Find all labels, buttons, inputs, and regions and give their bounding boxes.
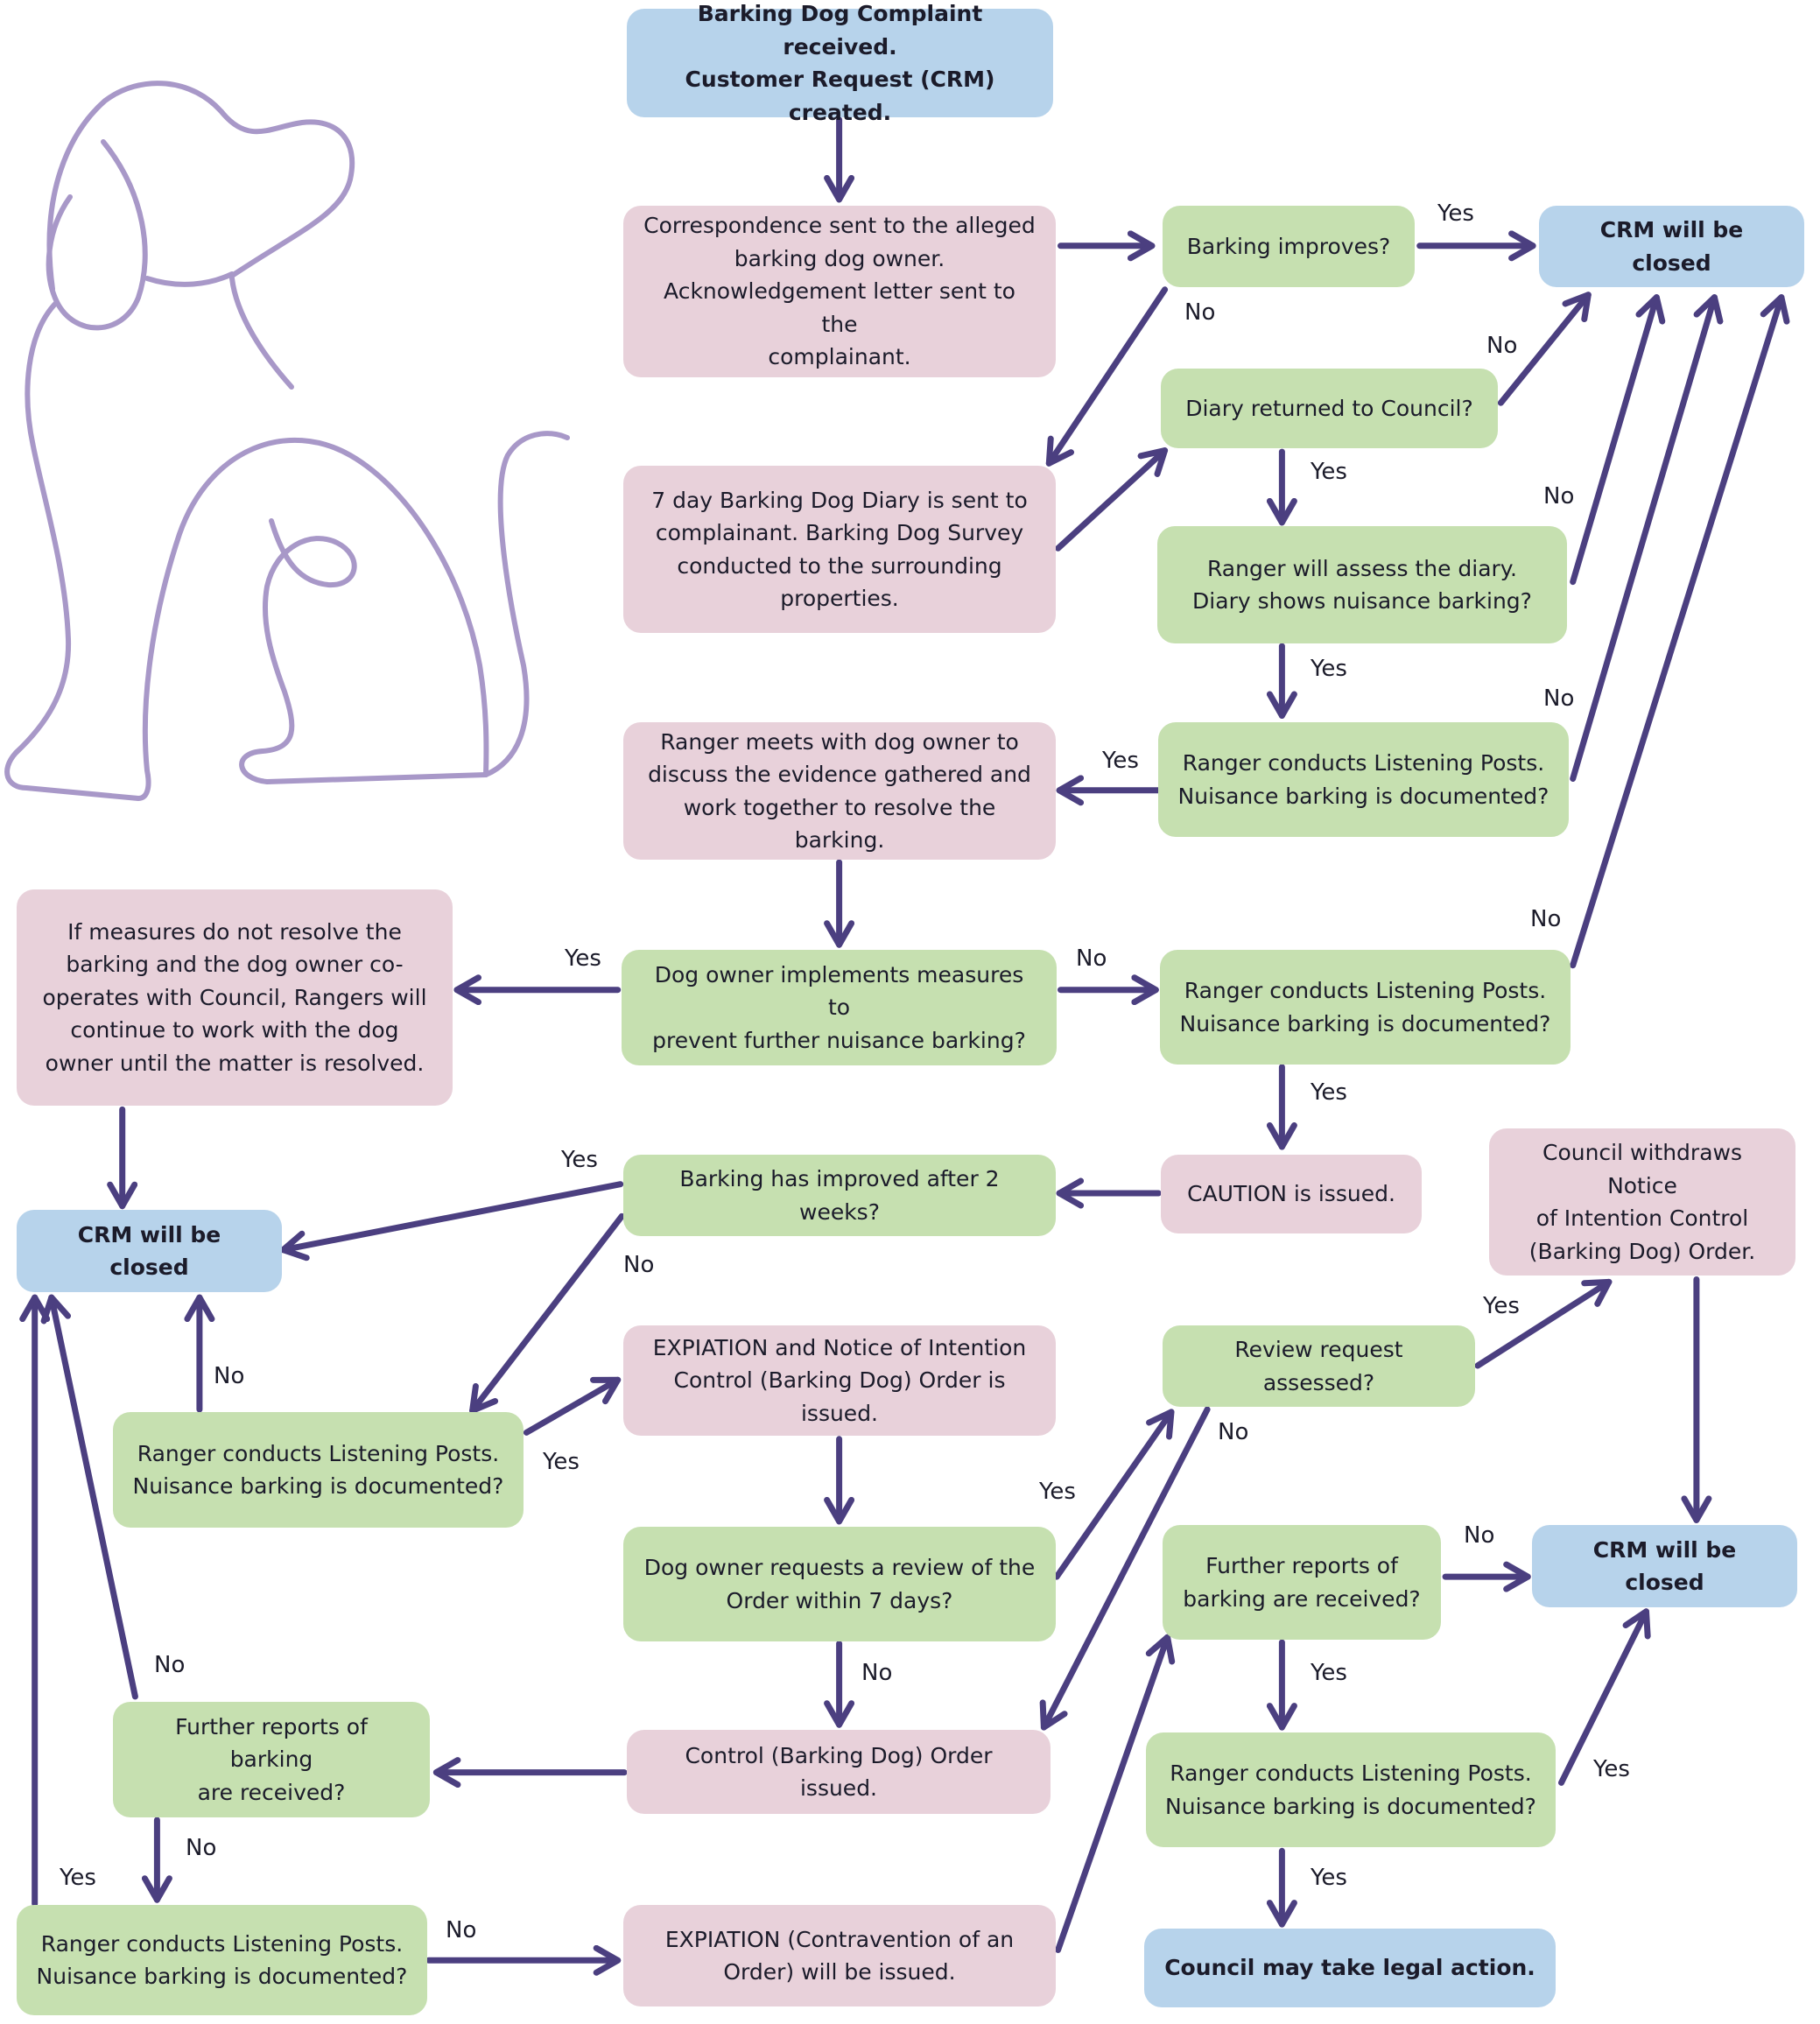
node-assess-diary: Ranger will assess the diary. Diary show…	[1157, 526, 1567, 643]
edge-label-yes: Yes	[565, 945, 601, 972]
edge-label-no: No	[1543, 685, 1575, 712]
flow-arrow	[1570, 294, 1724, 782]
edge-label-no: No	[1464, 1522, 1495, 1549]
node-if-measures: If measures do not resolve the barking a…	[17, 889, 453, 1106]
edge-label-yes: Yes	[1039, 1479, 1076, 1505]
edge-label-no: No	[1486, 333, 1518, 359]
flow-arrow	[1570, 294, 1666, 586]
edge-label-no: No	[154, 1652, 186, 1678]
edge-label-yes: Yes	[561, 1147, 598, 1173]
sitting-dog-outline-icon	[4, 81, 570, 801]
node-control-order: Control (Barking Dog) Order issued.	[627, 1730, 1051, 1814]
edge-label-no: No	[861, 1660, 893, 1686]
flow-arrow	[1570, 294, 1790, 969]
node-listening-5: Ranger conducts Listening Posts. Nuisanc…	[17, 1905, 427, 2015]
flow-arrow	[1055, 1634, 1176, 1953]
node-listening-4: Ranger conducts Listening Posts. Nuisanc…	[1146, 1732, 1556, 1847]
node-legal-action: Council may take legal action.	[1144, 1929, 1556, 2007]
flow-arrow	[280, 1181, 624, 1261]
edge-label-yes: Yes	[60, 1865, 96, 1891]
flow-arrow	[40, 1294, 138, 1700]
edge-label-no: No	[623, 1252, 655, 1278]
node-diary-returned: Diary returned to Council?	[1161, 369, 1498, 448]
edge-label-yes: Yes	[1102, 748, 1139, 774]
edge-label-yes: Yes	[1311, 1865, 1347, 1891]
node-expiation-contra: EXPIATION (Contravention of an Order) wi…	[623, 1905, 1056, 2006]
node-crm-closed-2: CRM will be closed	[17, 1210, 282, 1292]
flow-arrow	[1045, 286, 1169, 467]
node-diary-sent: 7 day Barking Dog Diary is sent to compl…	[623, 466, 1056, 633]
node-review-request: Dog owner requests a review of the Order…	[623, 1527, 1056, 1641]
edge-label-yes: Yes	[1311, 1660, 1347, 1686]
flow-arrow	[523, 1376, 622, 1436]
node-barking-improves: Barking improves?	[1163, 206, 1415, 287]
edge-label-no: No	[1076, 945, 1107, 972]
edge-label-yes: Yes	[1311, 1079, 1347, 1106]
node-listening-2: Ranger conducts Listening Posts. Nuisanc…	[1160, 950, 1571, 1065]
node-correspondence: Correspondence sent to the alleged barki…	[623, 206, 1056, 377]
edge-label-no: No	[1543, 483, 1575, 510]
edge-label-yes: Yes	[543, 1449, 580, 1475]
node-expiation-notice: EXPIATION and Notice of Intention Contro…	[623, 1325, 1056, 1436]
node-listening-3: Ranger conducts Listening Posts. Nuisanc…	[113, 1412, 524, 1528]
node-crm-closed-3: CRM will be closed	[1532, 1525, 1797, 1607]
flow-arrow	[1039, 1406, 1211, 1731]
arrow-layer	[19, 116, 1790, 1976]
node-review-assessed: Review request assessed?	[1163, 1325, 1475, 1407]
edge-label-yes: Yes	[1483, 1293, 1520, 1319]
edge-label-no: No	[446, 1917, 477, 1943]
flow-arrow	[1497, 292, 1592, 406]
edge-label-yes: Yes	[1437, 200, 1474, 227]
node-further-reports-l: Further reports of barking are received?	[113, 1702, 430, 1817]
node-further-reports-r: Further reports of barking are received?	[1163, 1525, 1441, 1640]
flow-arrow	[1053, 1409, 1175, 1580]
node-ranger-meets: Ranger meets with dog owner to discuss t…	[623, 722, 1056, 860]
node-listening-1: Ranger conducts Listening Posts. Nuisanc…	[1158, 722, 1569, 837]
edge-label-no: No	[214, 1363, 245, 1389]
flow-arrow	[1474, 1278, 1613, 1369]
edge-label-no: No	[186, 1835, 217, 1861]
edge-label-no: No	[1184, 299, 1216, 326]
edge-label-yes: Yes	[1311, 656, 1347, 682]
edge-label-yes: Yes	[1311, 459, 1347, 485]
edge-label-yes: Yes	[1593, 1756, 1630, 1782]
flow-arrow	[469, 1212, 625, 1414]
node-start: Barking Dog Complaint received. Customer…	[627, 1, 1053, 125]
node-caution: CAUTION is issued.	[1161, 1155, 1422, 1233]
node-owner-implements: Dog owner implements measures to prevent…	[622, 950, 1057, 1065]
node-council-withdraws: Council withdraws Notice of Intention Co…	[1489, 1128, 1795, 1276]
node-improved-2weeks: Barking has improved after 2 weeks?	[623, 1155, 1056, 1236]
flow-arrow	[1055, 447, 1169, 552]
edge-label-no: No	[1218, 1419, 1249, 1445]
edge-label-no: No	[1530, 906, 1562, 932]
flow-arrow	[1558, 1608, 1651, 1786]
node-crm-closed-1: CRM will be closed	[1539, 206, 1804, 287]
